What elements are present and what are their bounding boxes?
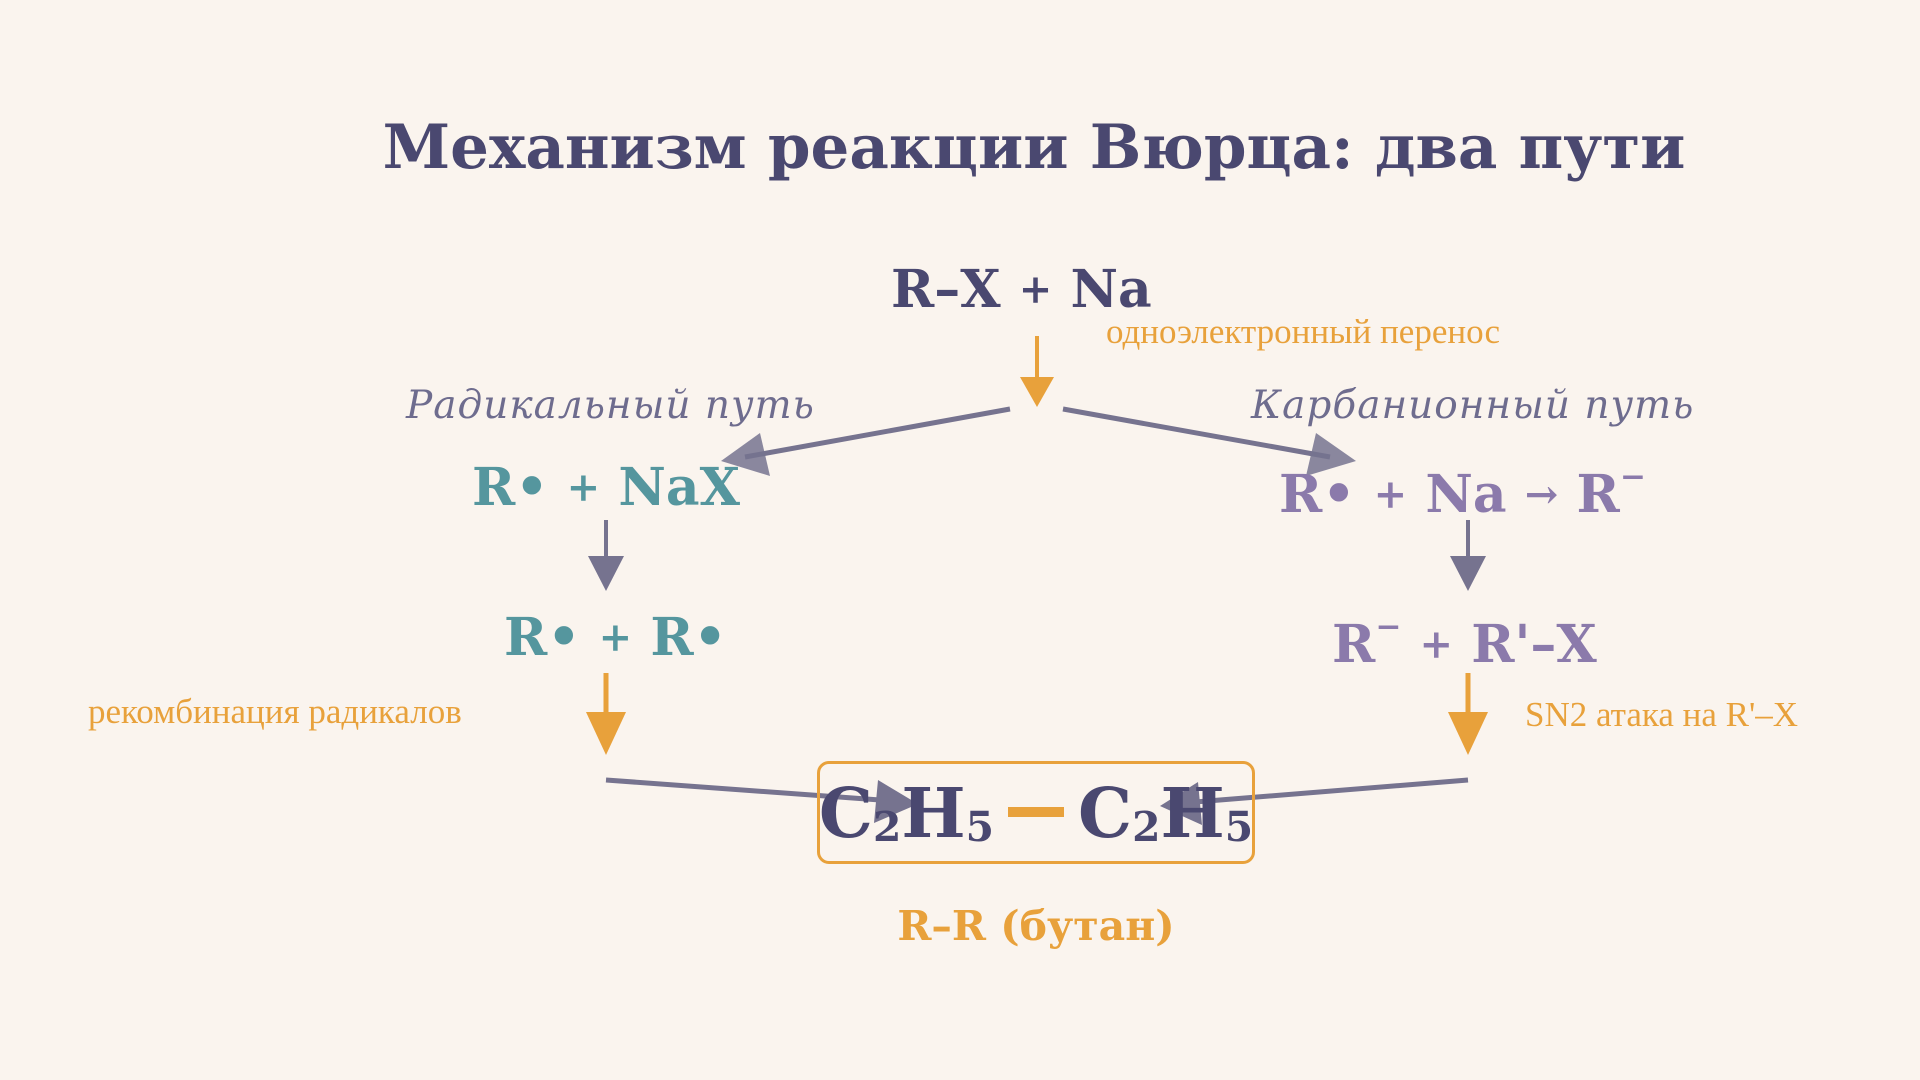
- arrow-converge-left: [605, 777, 918, 823]
- radical-symbol: R•: [650, 607, 727, 668]
- negative-charge: −: [1619, 459, 1646, 495]
- plus-sign: +: [1018, 266, 1053, 313]
- radical-symbol: R•: [504, 607, 581, 668]
- subscript: 2: [872, 803, 902, 852]
- electron-transfer-label: одноэлектронный перенос: [1106, 312, 1501, 351]
- reactants-equation: R–X+Na: [891, 264, 1152, 316]
- radical-path-label: Радикальный путь: [406, 383, 815, 428]
- plus-sign: +: [566, 464, 601, 511]
- reaction-arrow: →: [1524, 470, 1559, 518]
- plus-sign: +: [1419, 620, 1454, 668]
- reactant-alkyl-halide: R–X: [891, 259, 1001, 320]
- sodium: Na: [1425, 463, 1507, 525]
- radical-step1: R•+NaX: [472, 462, 740, 514]
- plus-sign: +: [1373, 470, 1408, 518]
- recombination-note: рекомбинация радикалов: [88, 692, 462, 731]
- radical-symbol: R•: [1279, 463, 1356, 525]
- negative-charge: −: [1375, 609, 1402, 645]
- sn2-note: SN2 атака на R'–X: [1525, 695, 1799, 734]
- hydrogen-symbol: H: [901, 774, 966, 854]
- arrow-split-left: [721, 406, 1011, 476]
- subscript: 2: [1132, 803, 1161, 852]
- carbon-symbol: C: [1078, 774, 1133, 854]
- arrow-recombination: [586, 673, 626, 755]
- plus-sign: +: [598, 614, 633, 661]
- carbanion-path-label: Карбанионный путь: [1251, 383, 1695, 428]
- arrow-radical-step: [588, 520, 624, 591]
- diagram-title: Механизм реакции Вюрца: два пути: [382, 112, 1686, 183]
- arrow-converge-right: [1160, 777, 1469, 825]
- arrow-top-down: [1020, 336, 1054, 407]
- carbanion-symbol: R: [1332, 613, 1376, 675]
- arrow-sn2: [1448, 673, 1488, 755]
- product-name: R–R (бутан): [897, 902, 1175, 950]
- subscript: 5: [965, 803, 994, 852]
- sodium-halide: NaX: [618, 457, 740, 518]
- arrow-carbanion-step: [1450, 520, 1486, 591]
- carbanion-step1: R•+Na→R−: [1279, 459, 1646, 521]
- subscript: 5: [1224, 803, 1254, 852]
- product-box: [817, 761, 1255, 864]
- arrow-split-right: [1062, 406, 1356, 476]
- bond-line: [1008, 807, 1064, 817]
- carbanion-symbol: R: [1576, 463, 1620, 525]
- carbon-symbol: C: [818, 774, 873, 854]
- alkyl-halide: R'–X: [1471, 613, 1597, 675]
- hydrogen-symbol: H: [1160, 774, 1225, 854]
- radical-step2: R•+R•: [504, 612, 727, 664]
- radical-symbol: R•: [472, 457, 549, 518]
- carbanion-step2: R−+R'–X: [1332, 609, 1597, 671]
- reactant-sodium: Na: [1070, 259, 1152, 320]
